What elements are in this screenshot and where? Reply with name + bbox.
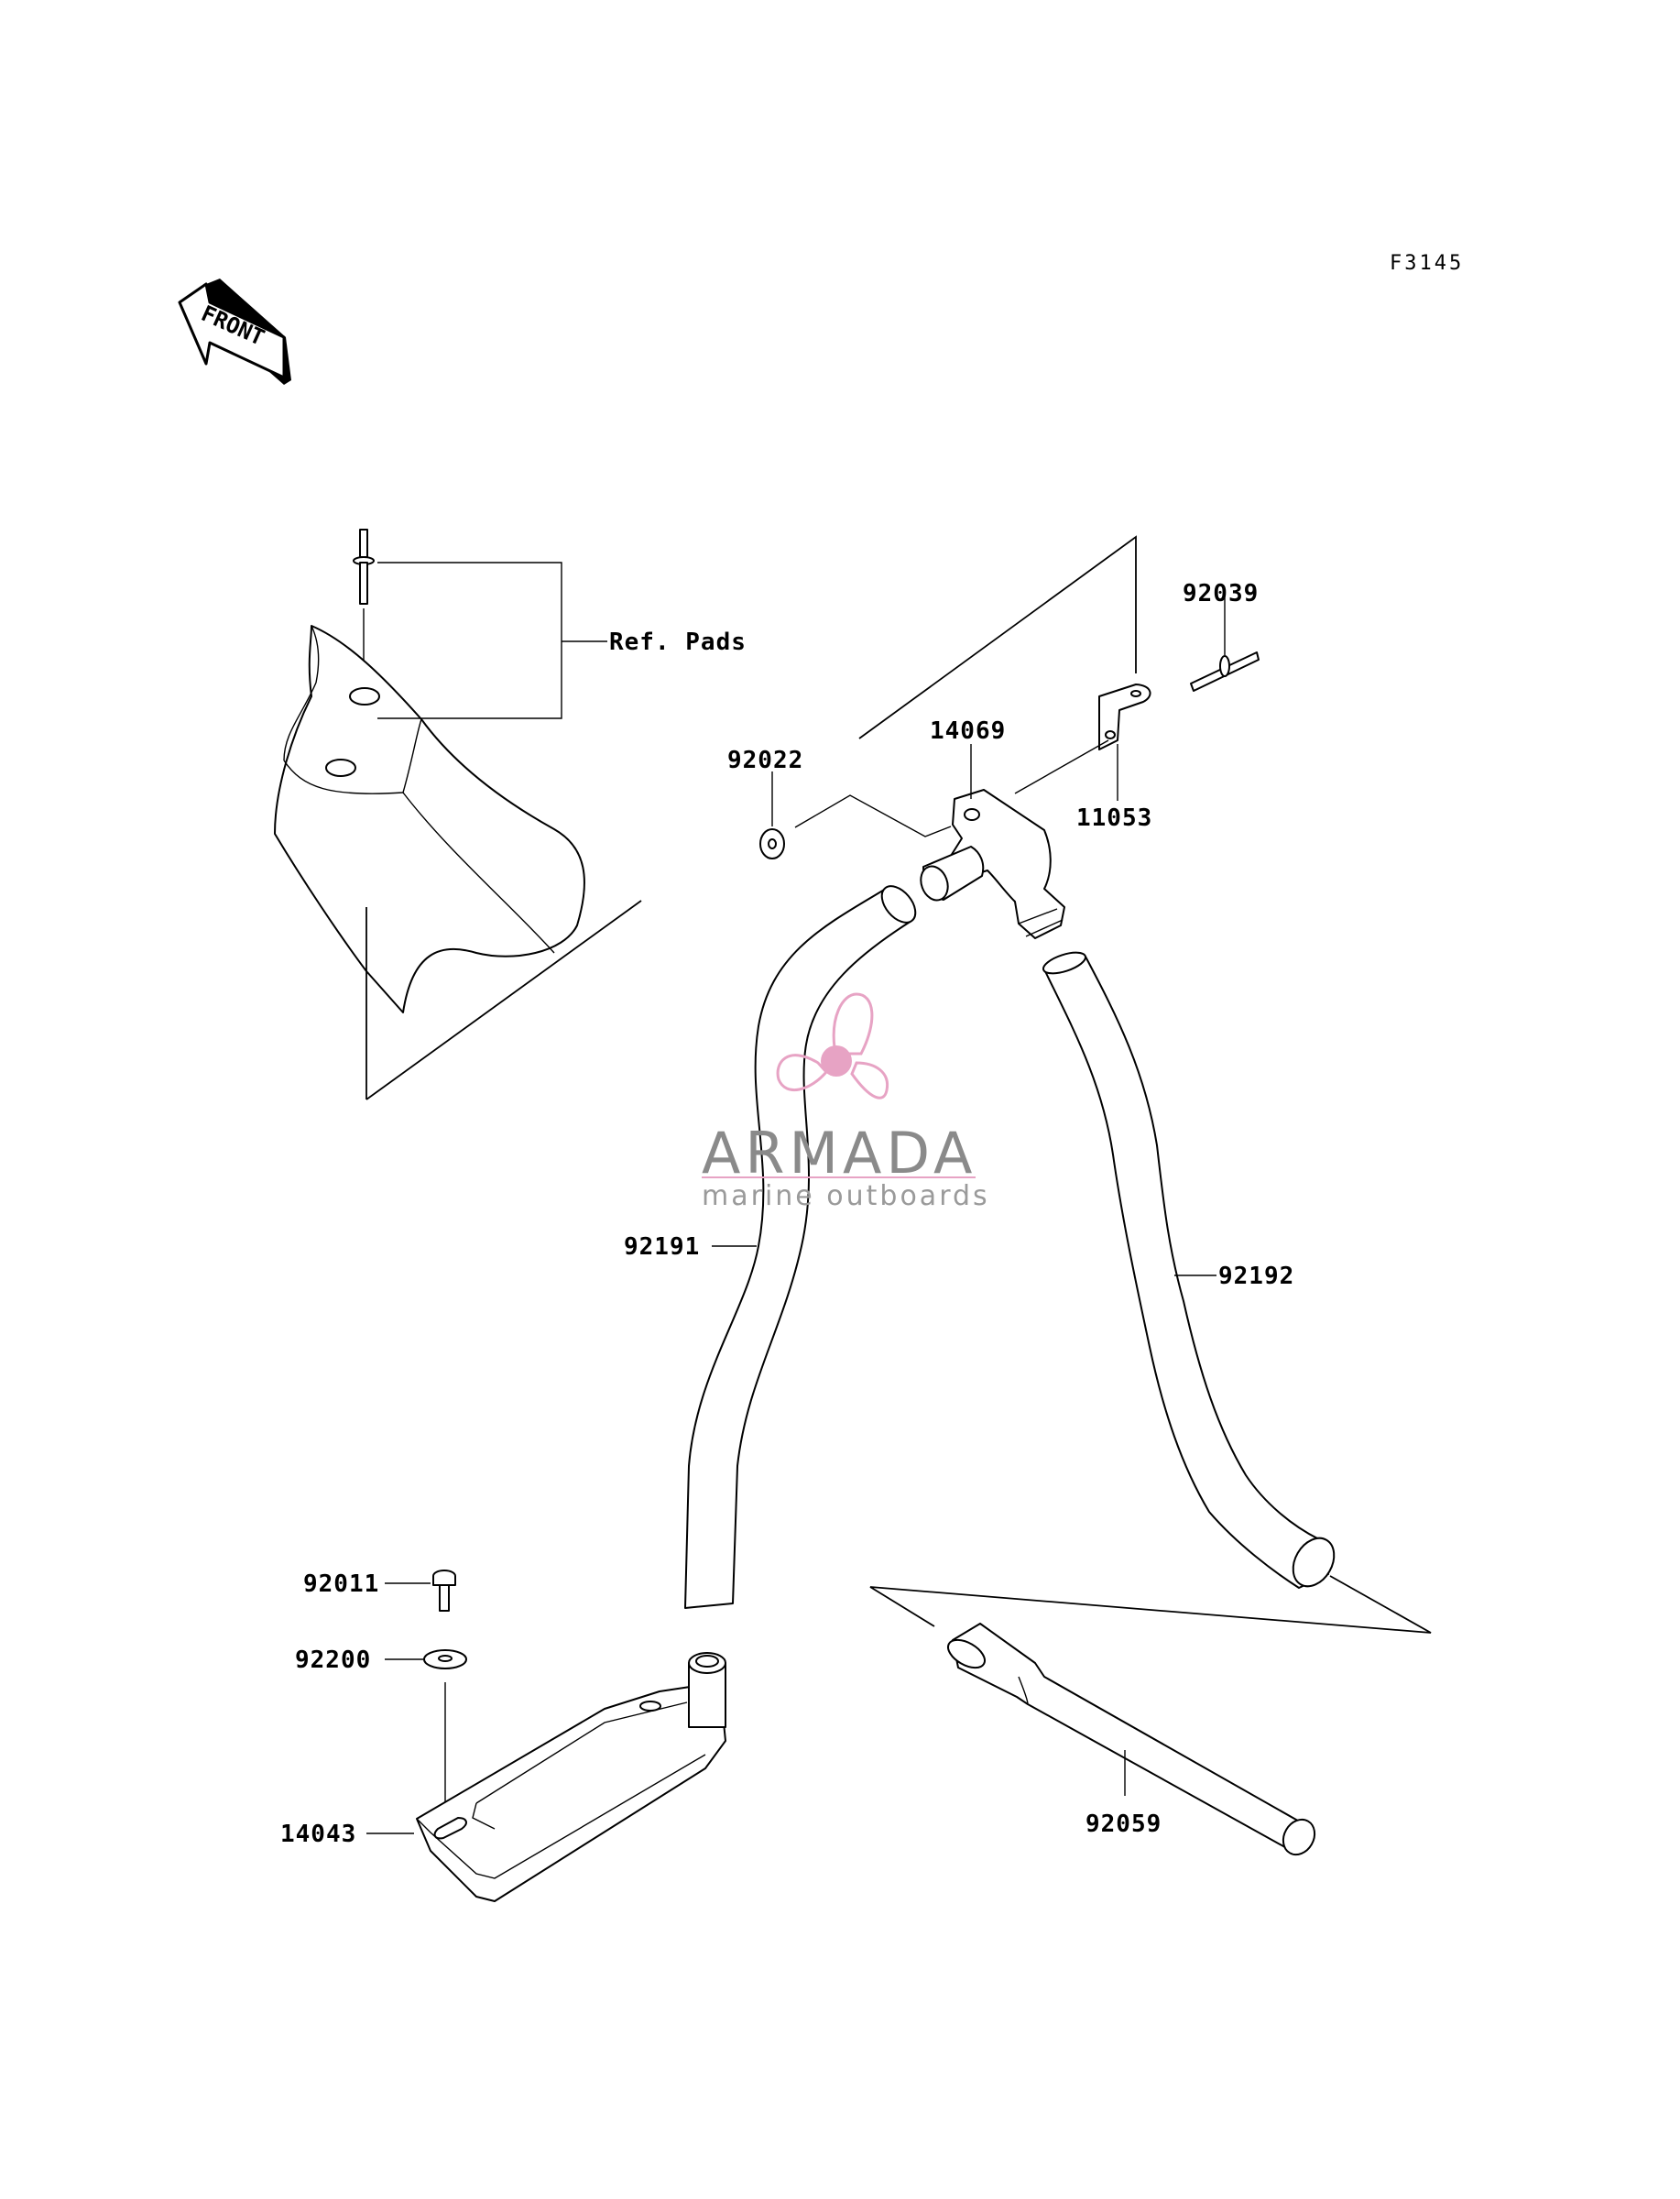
propeller-icon — [776, 992, 889, 1100]
label-92059: 92059 — [1085, 1811, 1162, 1838]
pipe-92059 — [947, 1623, 1316, 1856]
front-arrow-icon: FRONT — [178, 279, 291, 385]
label-92022: 92022 — [727, 747, 803, 774]
figure-code: F3145 — [1390, 252, 1464, 275]
strainer-14043 — [366, 1652, 726, 1902]
pin-92039 — [1190, 594, 1260, 692]
watermark-brand: ARMADA — [702, 1120, 976, 1187]
hose-92191 — [684, 885, 917, 1609]
label-14043: 14043 — [280, 1821, 356, 1848]
label-92039: 92039 — [1183, 580, 1259, 607]
watermark: ARMADA marine outboards — [702, 992, 990, 1212]
ref-pads-label: Ref. Pads — [609, 629, 747, 656]
label-92191: 92191 — [624, 1233, 700, 1261]
label-92011: 92011 — [303, 1570, 379, 1598]
bracket-11053 — [1014, 684, 1151, 801]
washer-92022 — [759, 771, 952, 859]
watermark-tagline: marine outboards — [702, 1180, 990, 1212]
label-14069: 14069 — [930, 717, 1006, 745]
label-11053: 11053 — [1076, 804, 1152, 832]
hose-92192 — [1042, 951, 1336, 1589]
label-92200: 92200 — [295, 1647, 371, 1674]
screw-92011 — [385, 1570, 456, 1612]
pad-panel — [274, 529, 642, 1100]
fitting-14069 — [920, 744, 1065, 939]
washer-92200 — [385, 1649, 467, 1823]
label-92192: 92192 — [1218, 1263, 1294, 1290]
